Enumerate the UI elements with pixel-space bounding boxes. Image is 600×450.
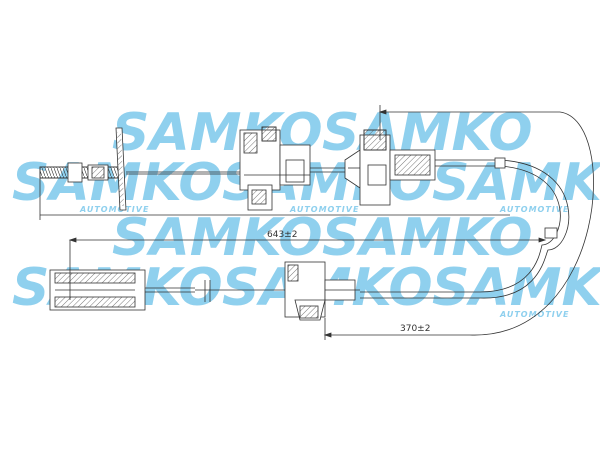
overall-length-label: 643±2 xyxy=(267,230,297,240)
sleeve-damper xyxy=(344,129,436,206)
watermark-brand: SAMKO xyxy=(112,208,323,268)
outer-sheath xyxy=(360,157,570,299)
dimension-sheath xyxy=(323,105,594,340)
watermark-brand: SAMKO xyxy=(432,258,600,318)
clevis-end-fitting xyxy=(49,269,285,311)
watermark-subtitle: AUTOMOTIVE xyxy=(289,205,359,214)
watermark-brand: SAMKO xyxy=(432,153,600,213)
watermark-subtitle: AUTOMOTIVE xyxy=(79,205,149,214)
watermark-subtitle: AUTOMOTIVE xyxy=(499,205,569,214)
sheath-length-label: 370±2 xyxy=(400,324,430,334)
bottom-bracket xyxy=(284,261,360,321)
dimension-overall xyxy=(39,178,547,300)
adjuster-block xyxy=(239,126,311,211)
watermark-subtitle: AUTOMOTIVE xyxy=(499,310,569,319)
flange-plate xyxy=(115,127,127,211)
watermark-brand: SAMKO xyxy=(322,208,533,268)
